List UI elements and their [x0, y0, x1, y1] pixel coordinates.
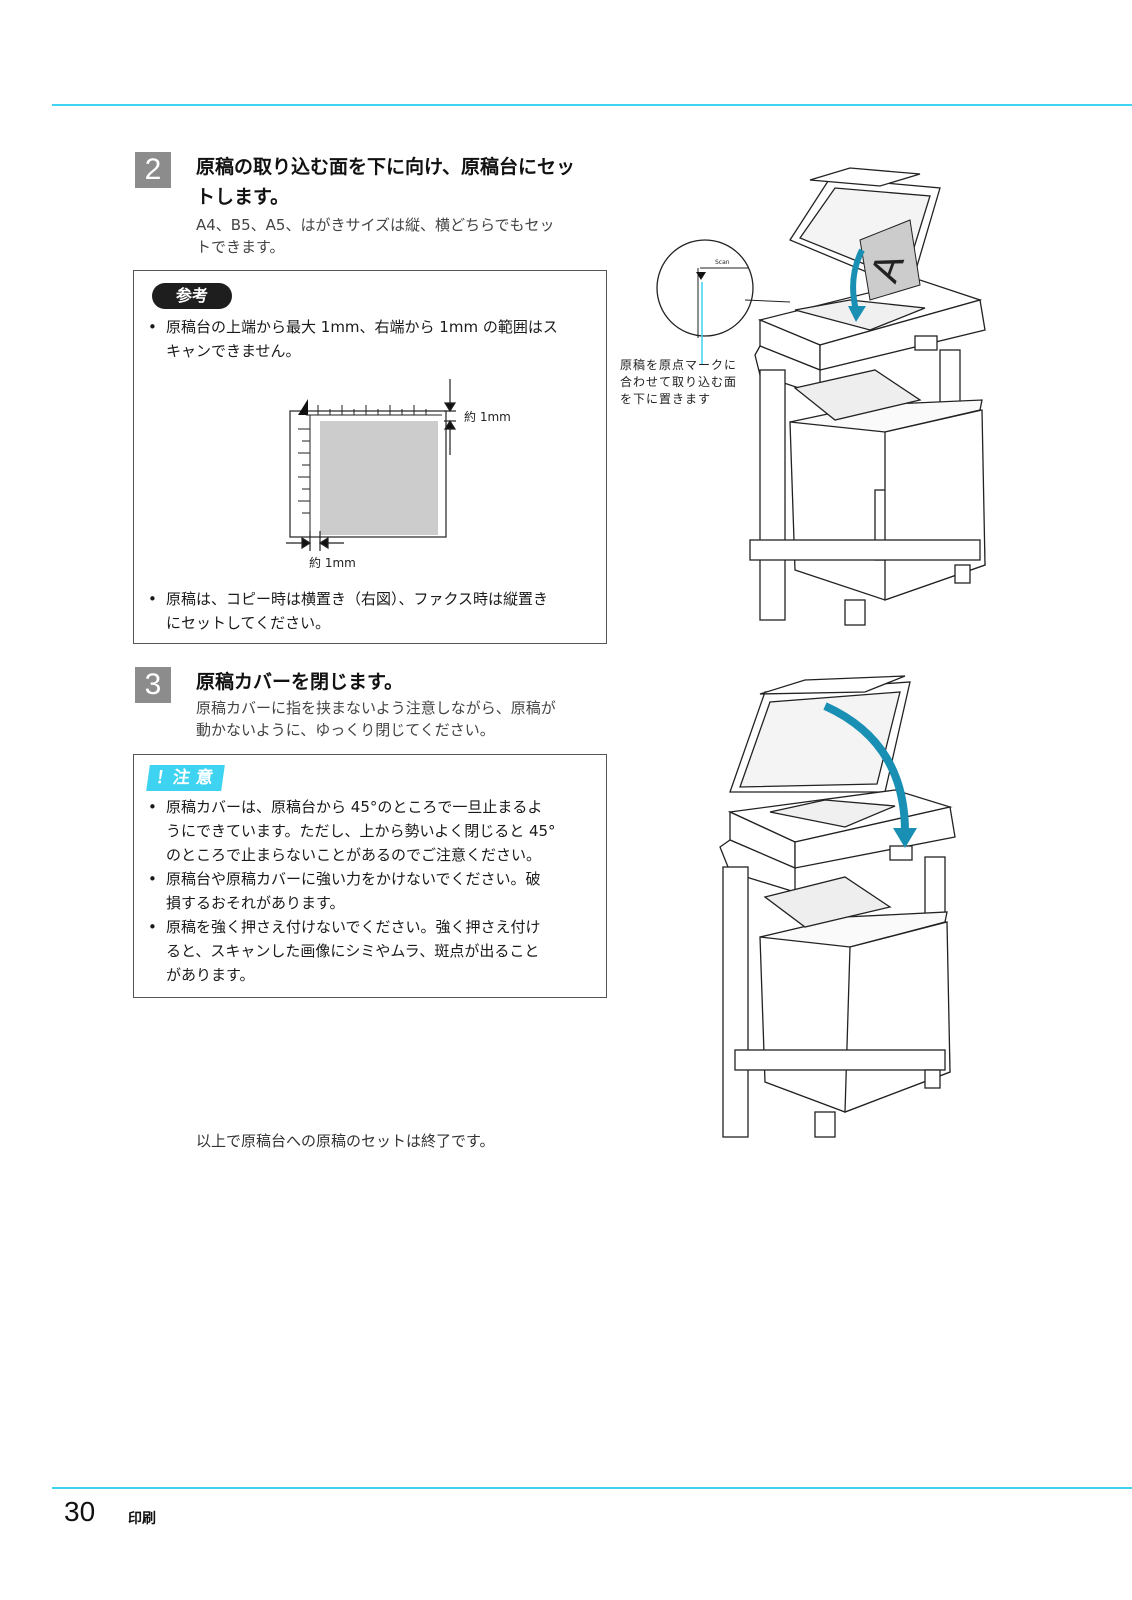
- closing-text: 以上で原稿台への原稿のセットは終了です。: [196, 1132, 495, 1150]
- reference-item-1-line1: 原稿台の上端から最大 1mm、右端から 1mm の範囲はス: [166, 318, 558, 336]
- placement-arrow-icon: [850, 248, 865, 311]
- output-tray: [793, 369, 922, 421]
- document-sheet: [859, 219, 921, 301]
- left-ruler-ticks: [298, 415, 311, 533]
- caution-item-1: 原稿カバーは、原稿台から 45°のところで一旦止まるよ うにできています。ただし…: [144, 795, 594, 867]
- reference-item-2: 原稿は、コピー時は横置き（右図）、ファクス時は縦置き にセットしてください。: [144, 587, 594, 635]
- caution-box: ！注 意 原稿カバーは、原稿台から 45°のところで一旦止まるよ うにできていま…: [133, 754, 607, 998]
- caution-item-2-line1: 原稿台や原稿カバーに強い力をかけないでください。破: [166, 870, 541, 888]
- step-2-desc-line2: トできます。: [196, 238, 285, 256]
- adf-top: [809, 167, 921, 187]
- step-3-title: 原稿カバーを閉じます。: [196, 671, 404, 693]
- footer-rule: [52, 1487, 1132, 1489]
- figure-1-caption-line1: 原稿を原点マークに: [620, 358, 738, 372]
- origin-mark-icon: [298, 399, 308, 415]
- figure-1-caption-line3: を下に置きます: [620, 392, 712, 406]
- step-3-badge: 3: [135, 667, 171, 703]
- scan-margin-diagram: [286, 379, 457, 551]
- step-2-desc-line1: A4、B5、A5、はがきサイズは縦、横どちらでもセッ: [196, 216, 555, 234]
- reference-item-1: 原稿台の上端から最大 1mm、右端から 1mm の範囲はス キャンできません。: [144, 315, 594, 363]
- adf-top: [759, 675, 906, 695]
- control-panel: [819, 299, 986, 371]
- reference-list-2: 原稿は、コピー時は横置き（右図）、ファクス時は縦置き にセットしてください。: [144, 587, 594, 635]
- printer-open-cover-illustration: A Scan: [656, 167, 986, 626]
- step-2-title-line2: トします。: [196, 186, 290, 208]
- reference-item-1-line2: キャンできません。: [166, 342, 301, 360]
- output-tray: [763, 876, 892, 928]
- step-2-title: 原稿の取り込む面を下に向け、原稿台にセッ トします。: [196, 152, 606, 212]
- printer-closing-cover-illustration: [719, 675, 956, 1138]
- top-margin-arrows: [443, 379, 457, 455]
- left-margin-arrows: [286, 531, 344, 551]
- caution-list: 原稿カバーは、原稿台から 45°のところで一旦止まるよ うにできています。ただし…: [144, 795, 594, 987]
- stand-left-leg: [759, 369, 786, 621]
- glass-outline: [289, 410, 447, 538]
- caution-item-3: 原稿を強く押さえ付けないでください。強く押さえ付け ると、スキャンした画像にシミ…: [144, 915, 594, 987]
- step-3-desc-line2: 動かないように、ゆっくり閉じてください。: [196, 721, 495, 739]
- scan-label: Scan: [715, 259, 730, 266]
- caution-item-1-line1: 原稿カバーは、原稿台から 45°のところで一旦止まるよ: [166, 798, 543, 816]
- top-ruler-ticks: [317, 405, 427, 415]
- figure-1-caption: 原稿を原点マークに 合わせて取り込む面 を下に置きます: [620, 357, 737, 408]
- step-2-title-line1: 原稿の取り込む面を下に向け、原稿台にセッ: [196, 156, 576, 178]
- document-area: [320, 421, 438, 535]
- caution-item-2-line2: 損するおそれがあります。: [166, 894, 345, 912]
- caution-item-3-line1: 原稿を強く押さえ付けないでください。強く押さえ付け: [166, 918, 541, 936]
- reference-box: 参考 原稿台の上端から最大 1mm、右端から 1mm の範囲はス キャンできませ…: [133, 270, 607, 644]
- section-name: 印刷: [128, 1511, 156, 1527]
- step-3-desc-line1: 原稿カバーに指を挟まないよう注意しながら、原稿が: [196, 699, 556, 717]
- control-panel: [794, 806, 956, 869]
- step-3-description: 原稿カバーに指を挟まないよう注意しながら、原稿が 動かないように、ゆっくり閉じて…: [196, 697, 606, 741]
- caution-item-3-line2: ると、スキャンした画像にシミやムラ、斑点が出ること: [166, 942, 540, 960]
- reference-item-2-line1: 原稿は、コピー時は横置き（右図）、ファクス時は縦置き: [166, 590, 549, 608]
- caution-item-1-line3: のところで止まらないことがあるのでご注意ください。: [166, 846, 542, 864]
- header-rule: [52, 104, 1132, 106]
- reference-item-2-line2: にセットしてください。: [166, 614, 331, 632]
- caution-item-3-line3: があります。: [166, 966, 255, 984]
- step-2-description: A4、B5、A5、はがきサイズは縦、横どちらでもセッ トできます。: [196, 214, 606, 258]
- reference-badge: 参考: [152, 283, 232, 309]
- page-number: 30: [64, 1496, 96, 1527]
- closing-arrow-icon: [823, 702, 909, 833]
- figure-1-caption-line2: 合わせて取り込む面: [620, 375, 738, 389]
- caution-item-1-line2: うにできています。ただし、上から勢いよく閉じると 45°: [166, 822, 556, 840]
- step-2-badge: 2: [135, 152, 171, 188]
- reference-list-1: 原稿台の上端から最大 1mm、右端から 1mm の範囲はス キャンできません。: [144, 315, 594, 363]
- stand-left-leg: [722, 866, 749, 1138]
- caution-badge: ！注 意: [146, 765, 225, 791]
- top-margin-label: 約 1mm: [464, 410, 511, 424]
- origin-zoom-callout: [656, 239, 754, 337]
- caution-item-2: 原稿台や原稿カバーに強い力をかけないでください。破 損するおそれがあります。: [144, 867, 594, 915]
- left-margin-label: 約 1mm: [309, 556, 356, 570]
